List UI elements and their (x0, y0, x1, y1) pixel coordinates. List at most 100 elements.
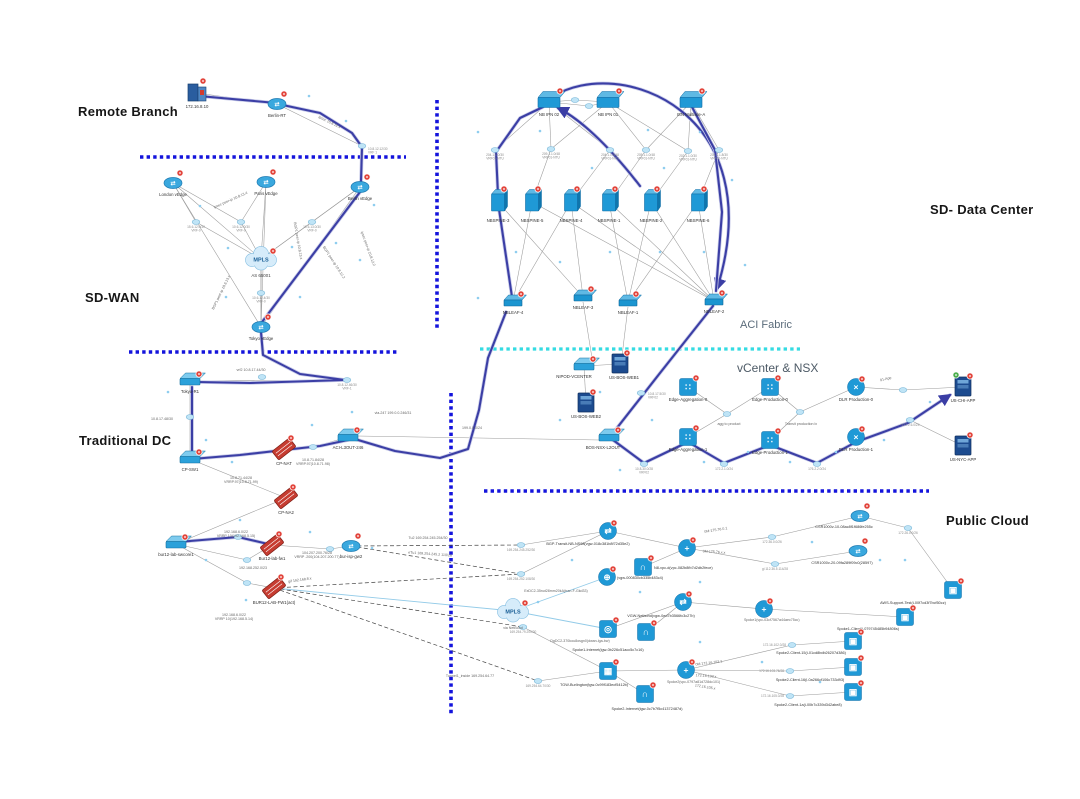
nb-ipn-01[interactable]: NB IPN 01 (596, 87, 625, 117)
flow-path (494, 105, 545, 197)
bur-isp-gw2[interactable]: ⇄bur-isp-gw2 (340, 532, 363, 559)
status-badge-red-icon (689, 536, 697, 544)
us-bos-web1[interactable]: US-BOS-WEB1 (609, 349, 640, 380)
sparkle-dot (608, 250, 612, 254)
nbspine-6[interactable]: NBSPINE-6 (687, 185, 710, 223)
sparkle-dot (878, 558, 882, 562)
vgw-000[interactable]: ⊕(vgw-000830cb335b483c4) (598, 565, 664, 586)
nbspine-5[interactable]: NBSPINE-5 (521, 185, 544, 223)
gateway-circle-icon (755, 600, 773, 618)
host-rb[interactable]: 172.16.8.10 (186, 77, 209, 109)
port-pc4: gi 112.36.5.114/28 (762, 561, 788, 571)
sparkle-dot (928, 400, 932, 404)
bos-nsx-l2out[interactable]: BOS-NSX-L2OUT (586, 426, 626, 450)
▣-azure-icon (844, 683, 862, 701)
csr20[interactable]: ⇄CSR1000v-20-09fa289f09c0(28597) (811, 537, 873, 565)
paris-vedge[interactable]: ⇄Paris vEdge (254, 168, 278, 196)
status-badge-red-icon (609, 565, 617, 573)
mpls-wan[interactable]: MPLS (245, 246, 277, 271)
aci-l3out[interactable]: ACI-L3OUT-246 (333, 426, 365, 450)
berlin-rt[interactable]: ⇄Berlin-RT (267, 90, 288, 118)
london-vedge[interactable]: ⇄London vEdge (159, 169, 187, 197)
nipod-vcenter[interactable]: NIPOD-VCENTER (556, 355, 601, 379)
sparkle-dot (760, 660, 764, 664)
tokyo-vedge[interactable]: ⇄Tokyo vEdge (249, 313, 274, 341)
link (687, 101, 692, 152)
node-label: Tokyo vEdge (249, 336, 274, 341)
vpc-d[interactable]: ∩N8-vpc-d(vpc-082b8fb7d2db2fece) (634, 554, 714, 576)
aws-support[interactable]: ▣AWS-Support-Test(i-00f7cd3f7bcf50cz) (880, 577, 965, 605)
csr10[interactable]: ⇄CSR1000v-10-08ac8f1f686fe255c (815, 502, 873, 529)
edge-agg-1[interactable]: ∷Edge-Aggregation-1 (669, 424, 708, 452)
cp-nat[interactable]: CP-NAT (272, 434, 296, 466)
nbspine-2[interactable]: NBSPINE-2 (640, 185, 663, 223)
link-label: ipsec peer-ip 10.8.12.2 (360, 231, 376, 267)
isn-multisite[interactable]: ISN Multisite-A (677, 87, 708, 117)
link-label: Spoke2(vpc-0797a81d728dc101) (667, 680, 720, 684)
∩-azure-icon (634, 558, 652, 576)
cp-na2[interactable]: CP-NA2 (274, 483, 298, 515)
vgw-1[interactable]: + (678, 536, 697, 557)
link-label: 172.16.103.x (696, 673, 717, 678)
berlin-vedge[interactable]: ⇄Berlin vEdge (348, 173, 373, 201)
nbspine-4[interactable]: NBSPINE-4 (560, 185, 583, 223)
azure-glyph: ▣ (849, 636, 858, 646)
spoke1-client[interactable]: ▣Spoke1-Client(i-079745485b94806s) (837, 604, 917, 631)
link (189, 458, 287, 499)
bur12-sw[interactable]: bur12-lab-swcore1 (158, 533, 194, 557)
port-icon (584, 103, 594, 109)
link (791, 640, 854, 646)
link-label: 192.168.252.0/23 (239, 566, 267, 570)
dlr-prod-0[interactable]: ×DLR Production-0 (839, 375, 874, 402)
edge-prod-1[interactable]: ∷Edge-Production-1 (752, 427, 789, 455)
nbleaf-4[interactable]: NBLEAF-4 (503, 290, 528, 315)
bur12-fw1act[interactable]: BUR12-LAB-FW1(act) (253, 573, 296, 605)
vgw-2[interactable]: + (755, 597, 774, 618)
mp2 (584, 103, 594, 109)
exdc2-igw[interactable]: ◎Spoke1-Internet(igw-0b226c51acc5c7c16) (572, 616, 644, 652)
router-arrows-glyph: ⇄ (170, 179, 175, 187)
nbspine-3[interactable]: NBSPINE-3 (487, 185, 510, 223)
nbspine-1[interactable]: NBSPINE-1 (598, 185, 621, 223)
bur12-fw[interactable]: Bur12-lab-fw1 (259, 530, 286, 561)
peering-2[interactable]: ⇄VGW-Netbond(vgw-0ed7b3566fc3c27b) (627, 590, 695, 618)
node-label: 172.2.1.0/24 (715, 467, 733, 471)
vgw-3[interactable]: + (677, 658, 696, 679)
s2c-16[interactable]: ▣Spoke2-Client-16(i-0a266cf106c733d93) (776, 654, 865, 682)
edge-agg-0[interactable]: ∷Edge-Aggregation-0 (669, 374, 708, 402)
tokyo-r1[interactable]: Tokyo-R1 (179, 370, 207, 394)
link (763, 608, 906, 618)
mpls-2[interactable]: MPLS (497, 598, 529, 623)
link (607, 601, 684, 630)
link (175, 543, 248, 561)
nbleaf-2[interactable]: NBLEAF-2 (704, 289, 729, 314)
vpc-2[interactable]: ∩ (637, 619, 658, 641)
spoke2-internet[interactable]: ∩Spoke2-Internet(igw-0c7b7f5c41372487d) (612, 681, 684, 711)
s2c-15[interactable]: ▣Spoke2-Client-15(i-01cd8bdb26207d386) (776, 628, 865, 655)
status-badge-red-icon (353, 426, 361, 434)
status-badge-red-icon (521, 599, 529, 607)
status-badge-red-icon (287, 434, 295, 442)
s2c-1a[interactable]: ▣Spoke2-Client-1a(i-00b7c339d342abe8) (774, 679, 865, 707)
us-chi-app[interactable]: US-CHI-APP (951, 371, 976, 403)
us-bos-web2[interactable]: US-BOS-WEB2 (571, 388, 602, 419)
us-nyc-app[interactable]: US-NYC-APP (950, 431, 977, 462)
port-bl2 (242, 557, 252, 563)
tgw[interactable]: ▦TGW-Burlington(tgw-0c99f183ecf5412b) (560, 658, 629, 687)
bgp-transit[interactable]: ⇄BGP-Transit-NB-NS98(vgw-018c381b8f72d35… (546, 519, 630, 546)
node-label: Edge-Production-1 (752, 450, 788, 455)
nbleaf-1[interactable]: NBLEAF-1 (618, 290, 643, 315)
node-label: US-BOS-WEB2 (571, 414, 602, 419)
port-pc1: 169.254.245.252/30 (507, 542, 535, 552)
edge-prod-0[interactable]: ∷Edge-Production-0 (752, 374, 789, 402)
cp-sw1[interactable]: CP-SW1 (179, 448, 207, 472)
nb-ipn-02[interactable]: NB IPN 02 (537, 87, 566, 117)
link (497, 201, 584, 298)
nbleaf-3[interactable]: NBLEAF-3 (573, 285, 598, 310)
link (271, 544, 331, 550)
dlr-prod-1[interactable]: ×DLR Production-1 (839, 425, 874, 452)
